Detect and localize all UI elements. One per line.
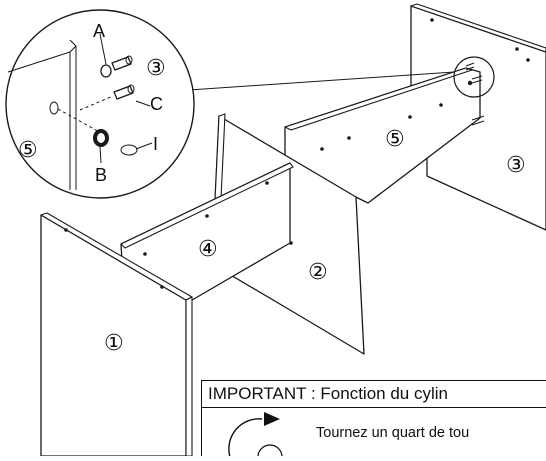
panel-4: ④ (120, 162, 294, 304)
cam-lock-b (93, 129, 109, 147)
rotate-arrow-icon (228, 412, 283, 456)
part-i-label: I (153, 134, 158, 154)
part-a-label: A (93, 21, 105, 41)
panel-1: ① (40, 212, 193, 457)
notice-text: Tournez un quart de tou (316, 425, 470, 441)
magnifier-small (453, 56, 495, 98)
panel-2-label: ② (308, 259, 328, 284)
detail-view: A C B I ③ ⑤ (5, 9, 195, 199)
dowel-pins (465, 62, 485, 126)
cam-bolt-a (100, 55, 133, 78)
cover-cap-i (120, 144, 138, 156)
detail-panel-5-label: ⑤ (18, 137, 38, 162)
panel-3-label: ③ (506, 152, 526, 177)
panel-5-label: ⑤ (385, 126, 405, 151)
dowel-c (113, 84, 135, 100)
part-b-label: B (95, 165, 107, 185)
panel-1-label: ① (104, 330, 124, 355)
part-c-label: C (150, 94, 163, 114)
notice-title: IMPORTANT : Fonction du cylin (202, 381, 546, 408)
detail-panel-3-label: ③ (146, 55, 166, 80)
important-notice: IMPORTANT : Fonction du cylin Tournez un… (201, 380, 546, 456)
panel-4-label: ④ (198, 236, 218, 261)
